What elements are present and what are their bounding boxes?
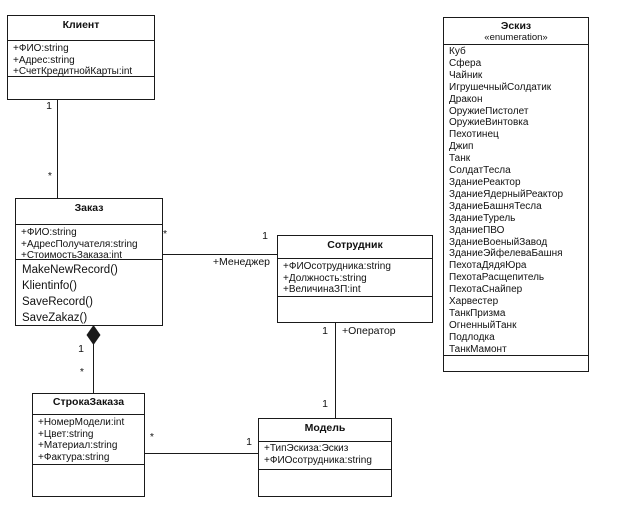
class-box-sotrudnik: Сотрудник +ФИОсотрудника:string+Должност… [277,235,433,323]
enumeration-empty-compartment [444,355,588,371]
class-name-model: Модель [304,422,346,434]
operation-item: SaveZakaz() [22,312,88,324]
composition-diamond-icon [86,325,101,345]
enumeration-value-item: ЗданиеРеактор [449,176,521,188]
multiplicity-zakaz-end: * [163,228,168,240]
attribute-item: +ТипЭскиза:Эскиз [264,443,349,454]
enumeration-value-item: ЗданиеЯдерныйРеактор [449,188,564,200]
class-box-zakaz: Заказ +ФИО:string+АдресПолучателя:string… [15,198,163,326]
multiplicity-klient-end: 1 [46,100,52,112]
operation-item: SaveRecord() [22,296,93,308]
operations-compartment-model [259,469,391,496]
multiplicity-stroka-end: * [149,431,154,443]
class-box-klient: Клиент +ФИО:string+Адрес:string+СчетКред… [7,15,155,100]
class-name-zakaz: Заказ [74,202,104,214]
enumeration-value-item: ЗданиеТурель [449,212,516,224]
attribute-item: +Фактура:string [38,451,110,463]
enumeration-name-eskiz: Эскиз [500,20,532,32]
enumeration-value-item: ПехотаСнайпер [449,284,523,296]
enumeration-value-item: Чайник [449,69,483,81]
attribute-item: +ВеличинаЗП:int [283,284,361,295]
enumeration-value-item: Пехотинец [449,129,499,141]
enumeration-value-item: СолдатТесла [449,165,511,177]
multiplicity-model-end: 1 [322,398,328,410]
attribute-item: +ФИО:string [21,227,77,238]
multiplicity-sotrudnik-end: 1 [322,325,328,337]
enumeration-value-item: ТанкМамонт [449,343,507,355]
enumeration-value-item: ТанкПризма [449,307,506,319]
enumeration-value-item: ОгненныйТанк [449,319,517,331]
class-name-stroka-zakaza: СтрокаЗаказа [52,396,125,408]
enumeration-value-item: ОружиеПистолет [449,105,529,117]
attribute-item: +Цвет:string [38,428,94,440]
role-label-manager: +Менеджер [212,256,270,268]
operations-compartment-zakaz: MakeNewRecord() Klientinfo() SaveRecord() S… [16,259,162,325]
enumeration-value-item: Подлодка [449,331,495,343]
operations-compartment-sotrudnik [278,296,432,322]
class-name-klient: Клиент [62,19,100,31]
class-box-stroka-zakaza: СтрокаЗаказа +НомерМодели:int+Цвет:strin… [32,393,145,497]
enumeration-value-item: ЗданиеПВО [449,224,505,236]
multiplicity-zakaz-end: 1 [78,343,84,355]
attributes-compartment-stroka-zakaza: +НомерМодели:int+Цвет:string+Материал:st… [33,414,144,464]
operation-item: MakeNewRecord() [22,264,118,276]
role-label-operator: +Оператор [342,325,396,337]
multiplicity-model-end: 1 [246,436,252,448]
enumeration-value-item: ОружиеВинтовка [449,117,529,129]
multiplicity-stroka-end: * [79,366,84,378]
attribute-item: +Материал:string [38,440,118,451]
enumeration-value-item: Танк [449,153,471,165]
enumeration-header-eskiz: Эскиз «enumeration» [444,18,588,44]
enumeration-value-item: ЗданиеВоеныйЗавод [449,236,548,248]
attribute-item: +НомерМодели:int [38,417,125,428]
multiplicity-zakaz-end: * [47,170,52,182]
attribute-item: +ФИОсотрудника:string [264,454,372,466]
enumeration-stereotype: «enumeration» [484,32,548,43]
enumeration-value-item: Куб [449,46,466,57]
attribute-item: +АдресПолучателя:string [21,238,138,250]
enumeration-value-item: ЗданиеЭйфелеваБашня [449,248,563,260]
multiplicity-sotrudnik-end: 1 [262,230,268,242]
enumeration-value-item: Харвестер [449,296,499,308]
enumeration-value-item: ПехотаРасщепитель [449,272,545,284]
enumeration-value-item: ЗданиеБашняТесла [449,200,542,212]
attribute-item: +ФИОсотрудника:string [283,261,391,272]
attributes-compartment-model: +ТипЭскиза:Эскиз+ФИОсотрудника:string [259,441,391,469]
attribute-item: +СтоимостьЗаказа:int [21,250,123,259]
enumeration-value-item: Джип [449,141,474,153]
class-box-model: Модель +ТипЭскиза:Эскиз+ФИОсотрудника:st… [258,418,392,497]
class-name-sotrudnik: Сотрудник [327,239,383,251]
attribute-item: +Адрес:string [13,54,75,66]
operations-compartment-stroka-zakaza [33,464,144,496]
enumeration-value-item: ИгрушечныйСолдатик [449,81,552,93]
attributes-compartment-zakaz: +ФИО:string+АдресПолучателя:string+Стоим… [16,224,162,259]
attribute-item: +ФИО:string [13,43,69,54]
attributes-compartment-klient: +ФИО:string+Адрес:string+СчетКредитнойКа… [8,40,154,76]
attributes-compartment-sotrudnik: +ФИОсотрудника:string+Должность:string+В… [278,258,432,296]
operation-item: Klientinfo() [22,280,77,292]
enumeration-value-item: Сфера [449,57,482,69]
attribute-item: +Должность:string [283,272,367,284]
attribute-item: +СчетКредитнойКарты:int [13,66,133,76]
enumeration-value-item: Дракон [449,93,483,105]
operations-compartment-klient [8,76,154,99]
enumeration-value-item: ПехотаДядяЮра [449,260,527,272]
